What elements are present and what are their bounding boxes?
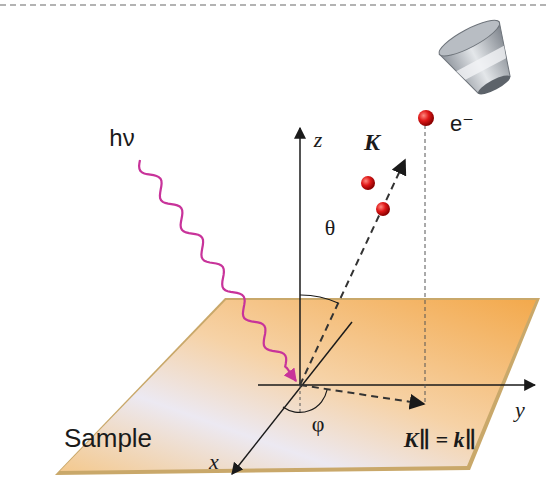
angle-label: φ — [312, 413, 325, 435]
electron — [418, 110, 434, 126]
projection-line — [425, 125, 426, 402]
sample-plate — [60, 300, 536, 471]
electron — [376, 202, 390, 216]
photon-wave — [139, 160, 296, 381]
theta-arc — [300, 295, 338, 303]
k-vector — [300, 160, 405, 385]
photon-label: hν — [109, 126, 134, 150]
sample-label: Sample — [64, 425, 152, 451]
electron-label: e⁻ — [450, 113, 474, 135]
electron — [361, 176, 375, 190]
axis-label: y — [515, 399, 525, 421]
axis-label: x — [209, 451, 219, 473]
k-parallel-vector — [300, 385, 424, 404]
phi-arc — [283, 390, 327, 412]
separator-line — [0, 4, 549, 6]
sample-edge — [55, 298, 540, 475]
z-axis — [299, 128, 301, 385]
x-axis — [232, 322, 352, 474]
axis-label: z — [314, 129, 323, 151]
vector-label: K∥ = k∥ — [404, 429, 477, 451]
electron-analyzer — [435, 14, 526, 105]
origin-drop — [300, 385, 301, 412]
angle-label: θ — [325, 217, 336, 239]
vector-label: K — [364, 130, 380, 154]
